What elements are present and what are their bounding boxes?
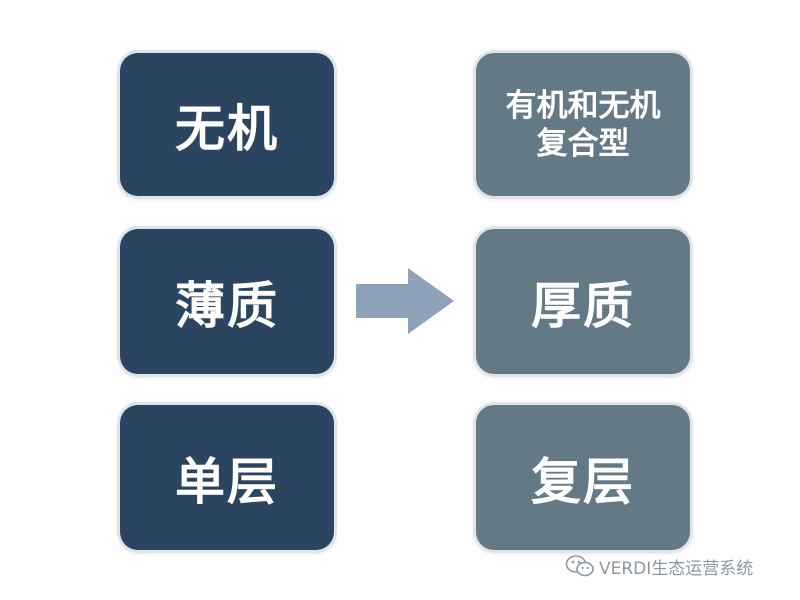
left-box-inorganic: 无机 [120,53,334,196]
right-box-label-line2: 复合型 [536,125,630,162]
wechat-icon [565,555,594,577]
left-box-label: 无机 [175,99,279,158]
watermark: VERDI生态运营系统 [565,552,753,580]
left-box-thin: 薄质 [120,229,334,374]
left-box-single-layer: 单层 [120,405,334,550]
left-box-label: 单层 [175,452,279,511]
right-box-thick: 厚质 [476,229,690,374]
right-box-multi-layer: 复层 [476,405,690,550]
right-box-composite: 有机和无机 复合型 [476,53,690,196]
watermark-text: VERDI生态运营系统 [599,558,754,579]
right-box-label: 复层 [531,452,635,511]
right-box-label: 厚质 [531,276,635,335]
right-arrow-icon [356,268,454,334]
right-box-label-line1: 有机和无机 [505,87,661,124]
left-box-label: 薄质 [175,276,279,335]
